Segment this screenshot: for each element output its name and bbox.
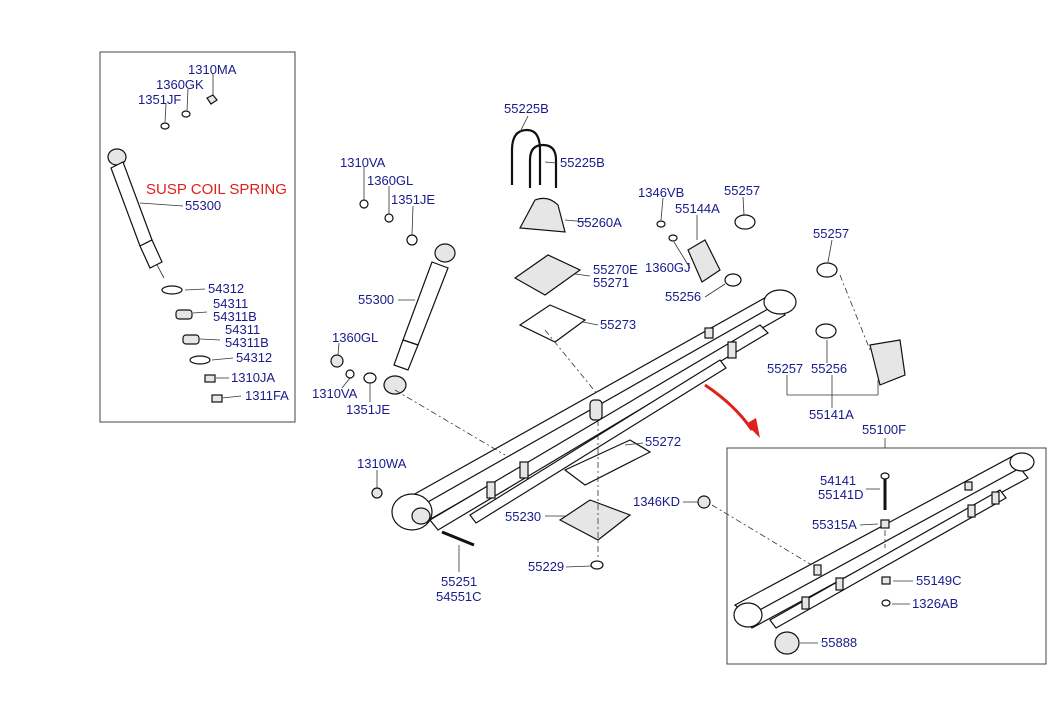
main-shock-absorber bbox=[383, 243, 456, 395]
inset-hardware bbox=[160, 94, 223, 403]
part-label: 1360GL bbox=[367, 173, 413, 188]
part-label: 1326AB bbox=[912, 596, 958, 611]
part-label: 1310JA bbox=[231, 370, 275, 385]
part-label: 55271 bbox=[593, 275, 629, 290]
part-label: 55229 bbox=[528, 559, 564, 574]
main-leaders bbox=[337, 115, 879, 572]
part-label: 1351JE bbox=[346, 402, 390, 417]
inset-left-labels: 1310MA 1360GK 1351JF 55300 54312 54311 5… bbox=[138, 62, 289, 403]
part-label: 55141A bbox=[809, 407, 854, 422]
part-label: 55256 bbox=[665, 289, 701, 304]
part-label: 55257 bbox=[813, 226, 849, 241]
right-inset-frame bbox=[726, 447, 1047, 665]
inset-shock-absorber bbox=[107, 148, 165, 279]
part-label: 1351JF bbox=[138, 92, 181, 107]
inset-right-title: 55100F bbox=[862, 422, 906, 437]
part-label: 55260A bbox=[577, 215, 622, 230]
detail-leaders bbox=[800, 488, 913, 644]
part-label: 55149C bbox=[916, 573, 962, 588]
left-inset-frame bbox=[99, 51, 296, 423]
detail-arrow-head bbox=[746, 418, 760, 438]
part-label: 55270E bbox=[593, 262, 638, 277]
part-label: 55273 bbox=[600, 317, 636, 332]
part-label: 54312 bbox=[236, 350, 272, 365]
main-labels: 55225B 55225B 55260A 55270E 55271 55273 … bbox=[312, 101, 854, 604]
part-label: 1310VA bbox=[340, 155, 386, 170]
part-label: 54141 bbox=[820, 473, 856, 488]
part-label: 55144A bbox=[675, 201, 720, 216]
u-bolts bbox=[510, 128, 558, 188]
part-label: 1311FA bbox=[245, 388, 289, 403]
part-label: 55230 bbox=[505, 509, 541, 524]
part-label: 55225B bbox=[560, 155, 605, 170]
leaf-spring-detail bbox=[733, 452, 1035, 655]
part-label: 1346KD bbox=[633, 494, 680, 509]
part-label: 55888 bbox=[821, 635, 857, 650]
part-label: 54311B bbox=[213, 309, 257, 324]
part-label: 54311 bbox=[213, 296, 248, 311]
inset-title: SUSP COIL SPRING bbox=[146, 181, 287, 198]
part-label: 1310WA bbox=[357, 456, 407, 471]
shackle-parts bbox=[656, 214, 906, 386]
part-label: 1360GJ bbox=[645, 260, 691, 275]
part-label: 55257 bbox=[767, 361, 803, 376]
part-label: 54311 bbox=[225, 322, 260, 337]
part-label: 1310MA bbox=[188, 62, 237, 77]
part-label: 55300 bbox=[185, 198, 221, 213]
spring-seats bbox=[513, 197, 652, 570]
part-label: 55257 bbox=[724, 183, 760, 198]
part-label: 55256 bbox=[811, 361, 847, 376]
inset-right-labels: 54141 55141D 55315A 55149C 1326AB 55888 bbox=[812, 473, 962, 650]
part-label: 55251 bbox=[441, 574, 477, 589]
part-label: 55225B bbox=[504, 101, 549, 116]
part-label: 1351JE bbox=[391, 192, 435, 207]
part-label: 1360GK bbox=[156, 77, 204, 92]
part-label: 1360GL bbox=[332, 330, 378, 345]
part-label: 1310VA bbox=[312, 386, 358, 401]
detail-hardware bbox=[880, 472, 891, 607]
part-label: 55272 bbox=[645, 434, 681, 449]
part-label: 1346VB bbox=[638, 185, 684, 200]
part-label: 55315A bbox=[812, 517, 857, 532]
part-label: 54312 bbox=[208, 281, 244, 296]
part-label: 54551C bbox=[436, 589, 482, 604]
part-label: 54311B bbox=[225, 335, 269, 350]
inset-leaders bbox=[139, 74, 242, 399]
part-label: 55141D bbox=[818, 487, 864, 502]
part-label: 55300 bbox=[358, 292, 394, 307]
detail-arrow bbox=[704, 383, 754, 431]
centerlines bbox=[394, 274, 871, 571]
